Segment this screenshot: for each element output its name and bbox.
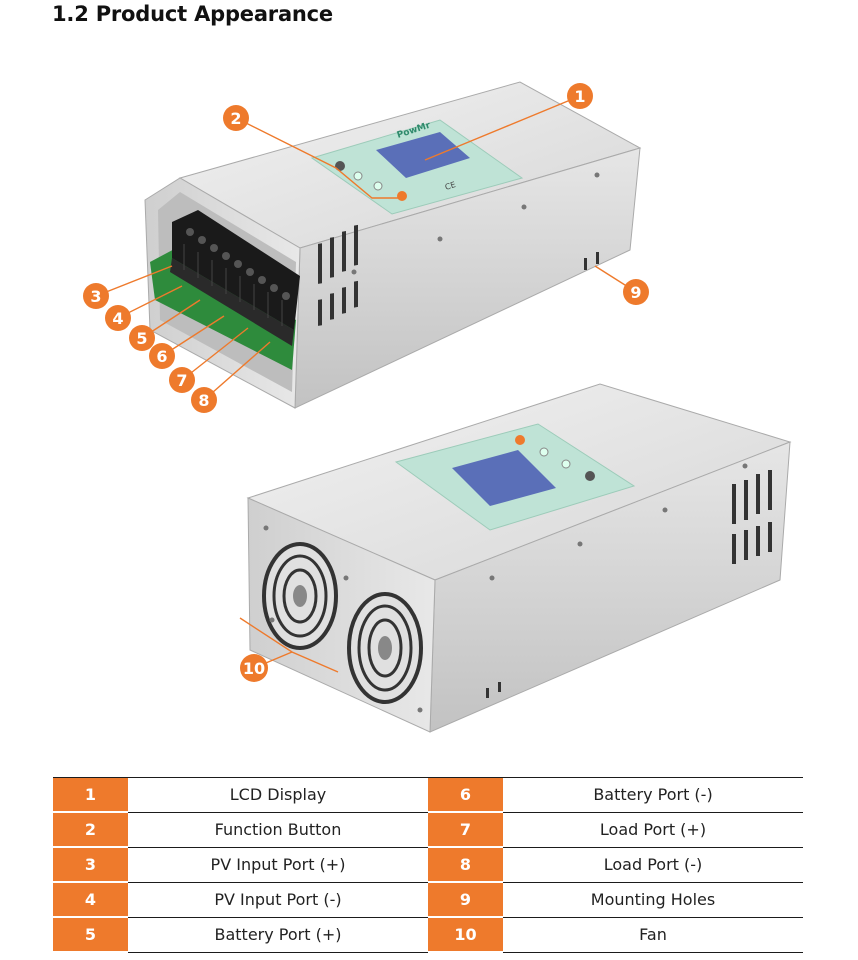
function-button-2: [353, 171, 363, 181]
svg-text:4: 4: [112, 309, 123, 328]
svg-text:10: 10: [243, 659, 265, 678]
table-row: 5 Battery Port (+) 10 Fan: [53, 916, 803, 953]
page-title: 1.2 Product Appearance: [52, 2, 333, 26]
part-label: Load Port (-): [503, 846, 803, 883]
side-vents: [318, 224, 599, 326]
fan-left: [262, 542, 338, 650]
callout-4: 4: [105, 305, 131, 331]
control-panel-rear: [394, 423, 636, 531]
part-label: Battery Port (-): [503, 777, 803, 813]
part-label: Battery Port (+): [128, 916, 428, 953]
svg-text:2: 2: [230, 109, 241, 128]
svg-text:6: 6: [156, 347, 167, 366]
callout-10: 10: [240, 654, 268, 682]
table-row: 4 PV Input Port (-) 9 Mounting Holes: [53, 881, 803, 918]
callout-3: 3: [83, 283, 109, 309]
lcd-display: [376, 132, 470, 178]
callout-8: 8: [191, 387, 217, 413]
callout-7: 7: [169, 367, 195, 393]
fan-right: [347, 592, 423, 704]
callout-5: 5: [129, 325, 155, 351]
part-label: LCD Display: [128, 777, 428, 813]
part-number: 3: [53, 846, 128, 883]
part-label: Function Button: [128, 811, 428, 848]
callout-9: 9: [623, 279, 649, 305]
svg-text:3: 3: [90, 287, 101, 306]
ce-mark: CE: [444, 180, 457, 192]
part-label: PV Input Port (-): [128, 881, 428, 918]
svg-text:8: 8: [198, 391, 209, 410]
callout-2: 2: [223, 105, 249, 131]
svg-text:7: 7: [176, 371, 187, 390]
table-row: 3 PV Input Port (+) 8 Load Port (-): [53, 846, 803, 883]
svg-text:5: 5: [136, 329, 147, 348]
function-button-4: [397, 191, 407, 201]
table-row: 2 Function Button 7 Load Port (+): [53, 811, 803, 848]
parts-table: 1 LCD Display 6 Battery Port (-) 2 Funct…: [53, 777, 803, 953]
device-rear-view: [246, 383, 792, 733]
rear-side-vents: [486, 470, 772, 698]
control-panel: PowMr CE: [310, 119, 524, 215]
part-number: 1: [53, 777, 128, 813]
part-number: 8: [428, 846, 503, 883]
part-number: 4: [53, 881, 128, 918]
svg-text:1: 1: [574, 87, 585, 106]
part-label: Mounting Holes: [503, 881, 803, 918]
svg-text:9: 9: [630, 283, 641, 302]
part-number: 10: [428, 916, 503, 953]
device-front-view: PowMr CE: [144, 81, 642, 409]
terminal-block: [170, 210, 300, 346]
lcd-display-rear: [452, 450, 556, 506]
product-figure: PowMr CE: [83, 81, 792, 733]
part-number: 6: [428, 777, 503, 813]
part-number: 7: [428, 811, 503, 848]
part-number: 9: [428, 881, 503, 918]
callout-6: 6: [149, 343, 175, 369]
part-label: PV Input Port (+): [128, 846, 428, 883]
function-button-3: [373, 181, 383, 191]
callout-1: 1: [567, 83, 593, 109]
part-number: 5: [53, 916, 128, 953]
function-button-1: [335, 161, 345, 171]
part-label: Fan: [503, 916, 803, 953]
part-number: 2: [53, 811, 128, 848]
table-row: 1 LCD Display 6 Battery Port (-): [53, 777, 803, 813]
part-label: Load Port (+): [503, 811, 803, 848]
